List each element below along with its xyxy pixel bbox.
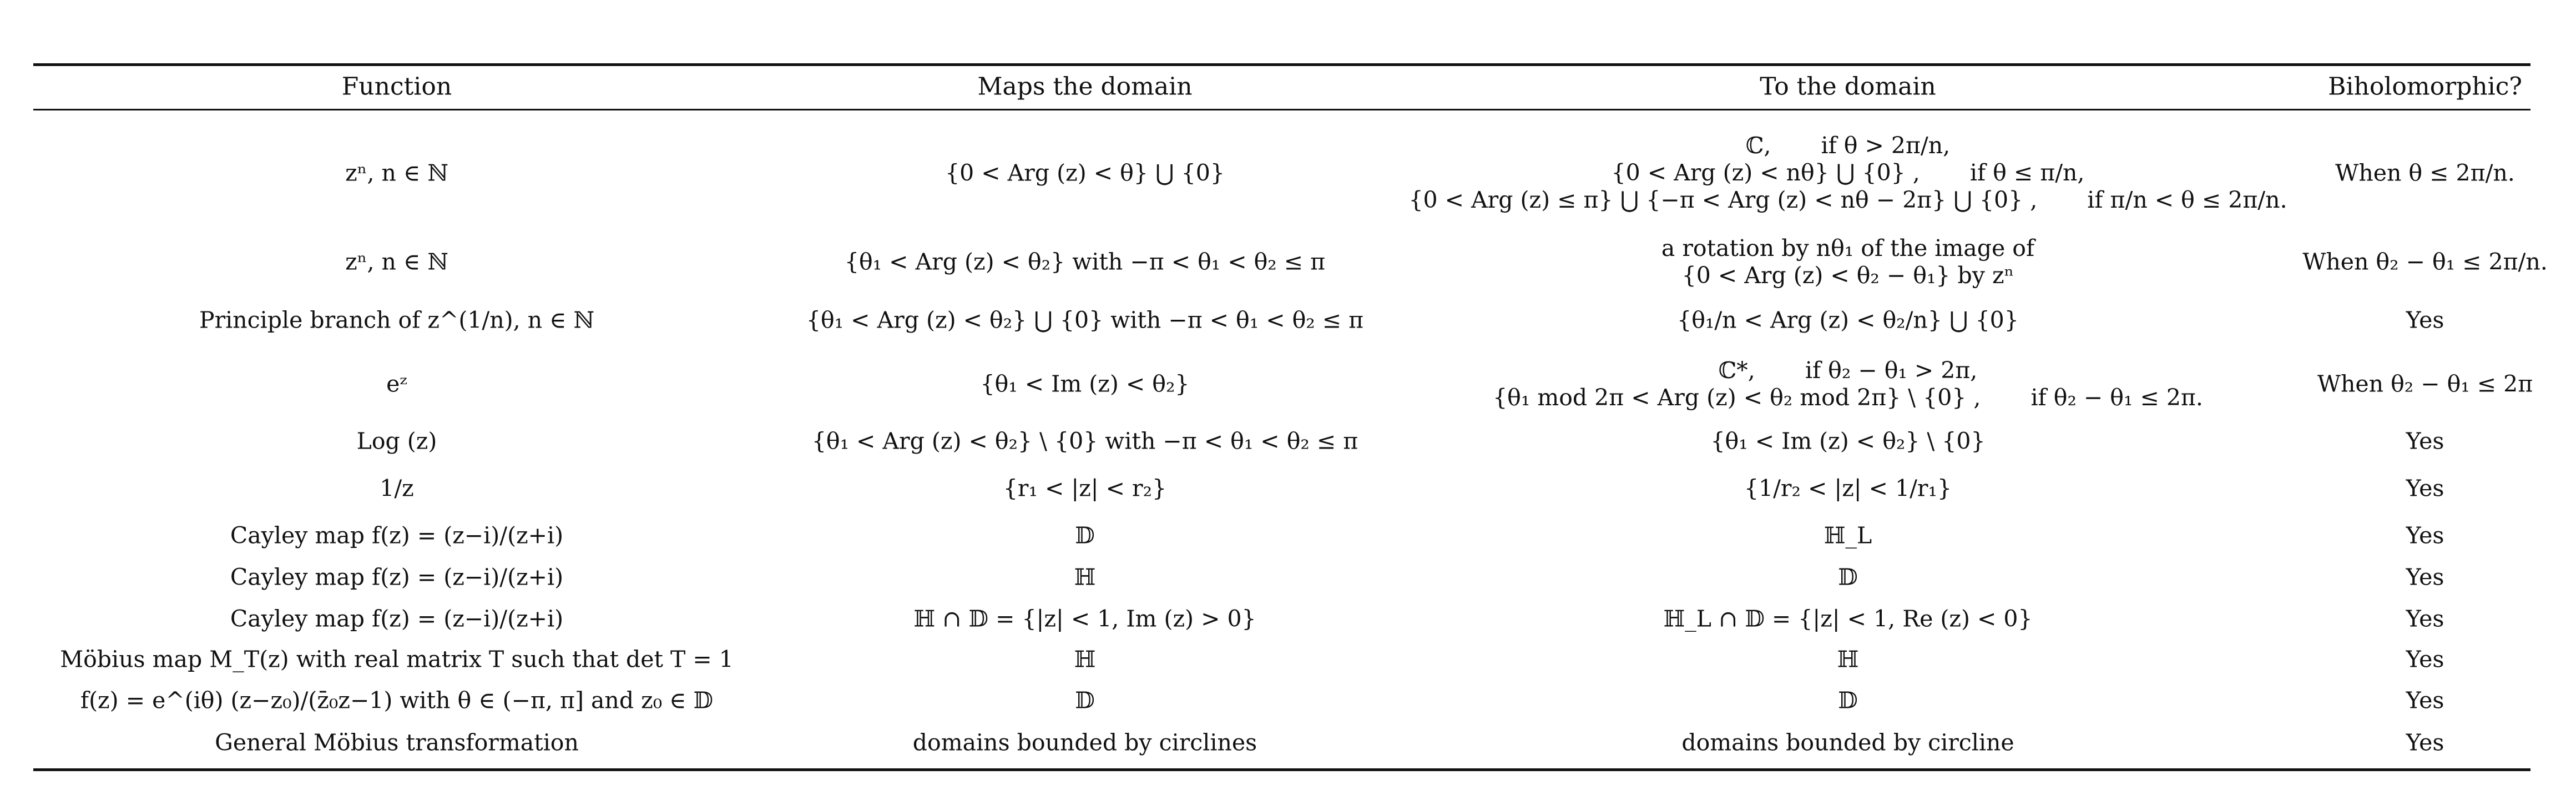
- biholomorphic-cell: When θ₂ − θ₁ ≤ 2π/n.: [2302, 248, 2548, 275]
- maps-domain-cell: 𝔻: [1075, 687, 1095, 714]
- maps-domain-cell: {θ₁ < Im (z) < θ₂}: [980, 370, 1190, 398]
- maps-domain-cell: {r₁ < |z| < r₂}: [1003, 475, 1167, 502]
- to-domain-cell: ℂ,if θ > 2π/n, {0 < Arg (z) < nθ} ⋃ {0} …: [1408, 132, 2287, 214]
- to-domain-cell: ℍ_L ∩ 𝔻 = {|z| < 1, Re (z) < 0}: [1663, 605, 2033, 632]
- maps-domain-cell: domains bounded by circlines: [912, 729, 1257, 756]
- function-cell: General Möbius transformation: [215, 729, 579, 756]
- header-biholomorphic: Biholomorphic?: [2328, 72, 2522, 101]
- to-domain-line: {0 < Arg (z) ≤ π} ⋃ {−π < Arg (z) < nθ −…: [1408, 187, 2287, 214]
- maps-domain-cell: ℍ ∩ 𝔻 = {|z| < 1, Im (z) > 0}: [913, 605, 1256, 632]
- to-domain-cell: 𝔻: [1838, 687, 1858, 714]
- table-bottom-rule: [33, 768, 2530, 771]
- biholomorphic-cell: Yes: [2406, 729, 2444, 756]
- biholomorphic-cell: Yes: [2406, 522, 2444, 549]
- maps-domain-cell: ℍ: [1074, 563, 1096, 591]
- function-cell: zⁿ, n ∈ ℕ: [345, 159, 448, 187]
- function-cell: Möbius map M_T(z) with real matrix T suc…: [60, 646, 734, 673]
- header-function: Function: [341, 72, 452, 101]
- maps-domain-cell: {θ₁ < Arg (z) < θ₂} ⋃ {0} with −π < θ₁ <…: [806, 306, 1364, 334]
- to-domain-cell: a rotation by nθ₁ of the image of {0 < A…: [1661, 235, 2034, 289]
- maps-domain-cell: 𝔻: [1075, 522, 1095, 549]
- to-domain-line: ℂ*,if θ₂ − θ₁ > 2π,: [1718, 356, 1978, 384]
- to-domain-cell: ℍ_L: [1824, 522, 1872, 549]
- to-domain-line: {0 < Arg (z) < θ₂ − θ₁} by zⁿ: [1681, 262, 2014, 289]
- to-domain-line: {θ₁ mod 2π < Arg (z) < θ₂ mod 2π} \ {0} …: [1493, 384, 2203, 411]
- to-domain-cell: ℂ*,if θ₂ − θ₁ > 2π, {θ₁ mod 2π < Arg (z)…: [1493, 357, 2203, 411]
- biholomorphic-cell: Yes: [2406, 306, 2444, 334]
- function-cell: zⁿ, n ∈ ℕ: [345, 248, 448, 275]
- maps-domain-cell: {θ₁ < Arg (z) < θ₂} with −π < θ₁ < θ₂ ≤ …: [844, 248, 1326, 275]
- function-cell: Cayley map f(z) = (z−i)/(z+i): [230, 522, 564, 549]
- to-domain-cell: ℍ: [1837, 646, 1859, 673]
- to-domain-cell: {θ₁/n < Arg (z) < θ₂/n} ⋃ {0}: [1677, 306, 2019, 334]
- to-domain-cell: {1/r₂ < |z| < 1/r₁}: [1744, 475, 1952, 502]
- to-domain-line: {0 < Arg (z) < nθ} ⋃ {0} ,if θ ≤ π/n,: [1611, 159, 2085, 187]
- to-domain-cell: {θ₁ < Im (z) < θ₂} \ {0}: [1710, 427, 1986, 455]
- biholomorphic-cell: Yes: [2406, 687, 2444, 714]
- maps-domain-cell: {θ₁ < Arg (z) < θ₂} \ {0} with −π < θ₁ <…: [811, 427, 1358, 455]
- to-domain-cell: domains bounded by circline: [1681, 729, 2014, 756]
- function-cell: Cayley map f(z) = (z−i)/(z+i): [230, 563, 564, 591]
- function-cell: f(z) = e^(iθ) (z−z₀)/(z̄₀z−1) with θ ∈ (…: [80, 687, 714, 714]
- header-to-domain: To the domain: [1760, 72, 1936, 101]
- to-domain-line: ℂ,if θ > 2π/n,: [1745, 132, 1951, 159]
- biholomorphic-cell: Yes: [2406, 475, 2444, 502]
- function-cell: Log (z): [356, 427, 437, 455]
- function-cell: eᶻ: [386, 370, 407, 398]
- to-domain-cell: 𝔻: [1838, 563, 1858, 591]
- biholomorphic-cell: Yes: [2406, 605, 2444, 632]
- header-maps-domain: Maps the domain: [977, 72, 1193, 101]
- maps-domain-cell: ℍ: [1074, 646, 1096, 673]
- to-domain-line: a rotation by nθ₁ of the image of: [1661, 234, 2035, 261]
- function-cell: Cayley map f(z) = (z−i)/(z+i): [230, 605, 564, 632]
- table-top-rule: [33, 63, 2530, 66]
- table-header-rule: [33, 109, 2530, 110]
- function-cell: 1/z: [380, 475, 414, 502]
- function-cell: Principle branch of z^(1/n), n ∈ ℕ: [199, 306, 595, 334]
- biholomorphic-cell: Yes: [2406, 563, 2444, 591]
- biholomorphic-cell: When θ₂ − θ₁ ≤ 2π: [2317, 370, 2533, 398]
- biholomorphic-cell: Yes: [2406, 646, 2444, 673]
- biholomorphic-cell: When θ ≤ 2π/n.: [2335, 159, 2515, 187]
- maps-domain-cell: {0 < Arg (z) < θ} ⋃ {0}: [945, 159, 1225, 187]
- biholomorphic-cell: Yes: [2406, 427, 2444, 455]
